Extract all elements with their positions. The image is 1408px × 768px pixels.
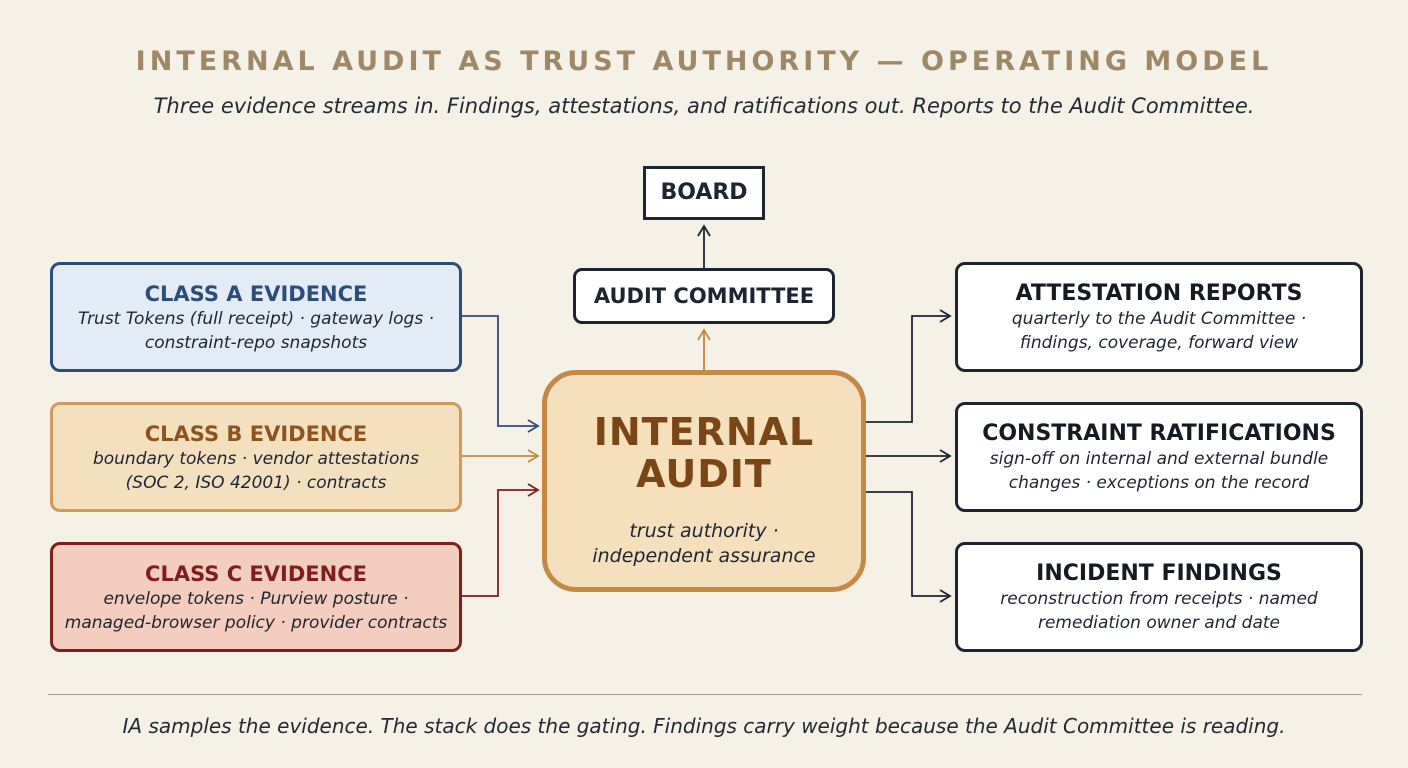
class-b-line-1: boundary tokens · vendor attestations	[92, 449, 420, 469]
attestation-reports-line-2: findings, coverage, forward view	[1019, 333, 1299, 353]
class-a-line-1: Trust Tokens (full receipt) · gateway lo…	[78, 309, 434, 329]
internal-audit-node: INTERNAL AUDIT trust authority · indepen…	[542, 370, 866, 592]
constraint-ratifications-line-1: sign-off on internal and external bundle	[989, 449, 1329, 469]
arrow-class-a-in	[462, 315, 540, 433]
attestation-reports-title: ATTESTATION REPORTS	[1015, 281, 1303, 306]
class-c-evidence-node: CLASS C EVIDENCE envelope tokens · Purvi…	[50, 542, 462, 652]
class-a-evidence-node: CLASS A EVIDENCE Trust Tokens (full rece…	[50, 262, 462, 372]
internal-audit-title-1: INTERNAL	[593, 410, 815, 454]
class-c-line-1: envelope tokens · Purview posture ·	[103, 589, 409, 609]
board-node: BOARD	[643, 166, 765, 220]
audit-committee-node: AUDIT COMMITTEE	[573, 268, 835, 324]
arrow-class-c-in	[462, 483, 540, 597]
constraint-ratifications-title: CONSTRAINT RATIFICATIONS	[982, 421, 1336, 446]
constraint-ratifications-node: CONSTRAINT RATIFICATIONS sign-off on int…	[955, 402, 1363, 512]
attestation-reports-node: ATTESTATION REPORTS quarterly to the Aud…	[955, 262, 1363, 372]
class-a-line-2: constraint-repo snapshots	[144, 333, 368, 353]
arrow-out-attestation	[866, 309, 952, 423]
diagram-title: INTERNAL AUDIT AS TRUST AUTHORITY — OPER…	[135, 46, 1273, 77]
class-c-title: CLASS C EVIDENCE	[145, 562, 367, 586]
arrow-out-incident	[866, 491, 952, 603]
diagram-subtitle: Three evidence streams in. Findings, att…	[153, 94, 1255, 118]
class-b-title: CLASS B EVIDENCE	[144, 422, 368, 446]
class-b-line-2: (SOC 2, ISO 42001) · contracts	[125, 473, 387, 493]
incident-findings-line-1: reconstruction from receipts · named	[1000, 589, 1318, 609]
footer-divider	[48, 694, 1362, 695]
attestation-reports-line-1: quarterly to the Audit Committee ·	[1011, 309, 1307, 329]
footer-caption: IA samples the evidence. The stack does …	[122, 714, 1286, 738]
internal-audit-desc-1: trust authority ·	[629, 520, 779, 542]
internal-audit-title-2: AUDIT	[636, 452, 772, 496]
internal-audit-desc-2: independent assurance	[592, 545, 816, 567]
incident-findings-node: INCIDENT FINDINGS reconstruction from re…	[955, 542, 1363, 652]
constraint-ratifications-line-2: changes · exceptions on the record	[1008, 473, 1310, 493]
incident-findings-line-2: remediation owner and date	[1037, 613, 1281, 633]
incident-findings-title: INCIDENT FINDINGS	[1036, 561, 1282, 586]
class-a-title: CLASS A EVIDENCE	[144, 282, 368, 306]
class-c-line-2: managed-browser policy · provider contra…	[64, 613, 448, 633]
class-b-evidence-node: CLASS B EVIDENCE boundary tokens · vendo…	[50, 402, 462, 512]
